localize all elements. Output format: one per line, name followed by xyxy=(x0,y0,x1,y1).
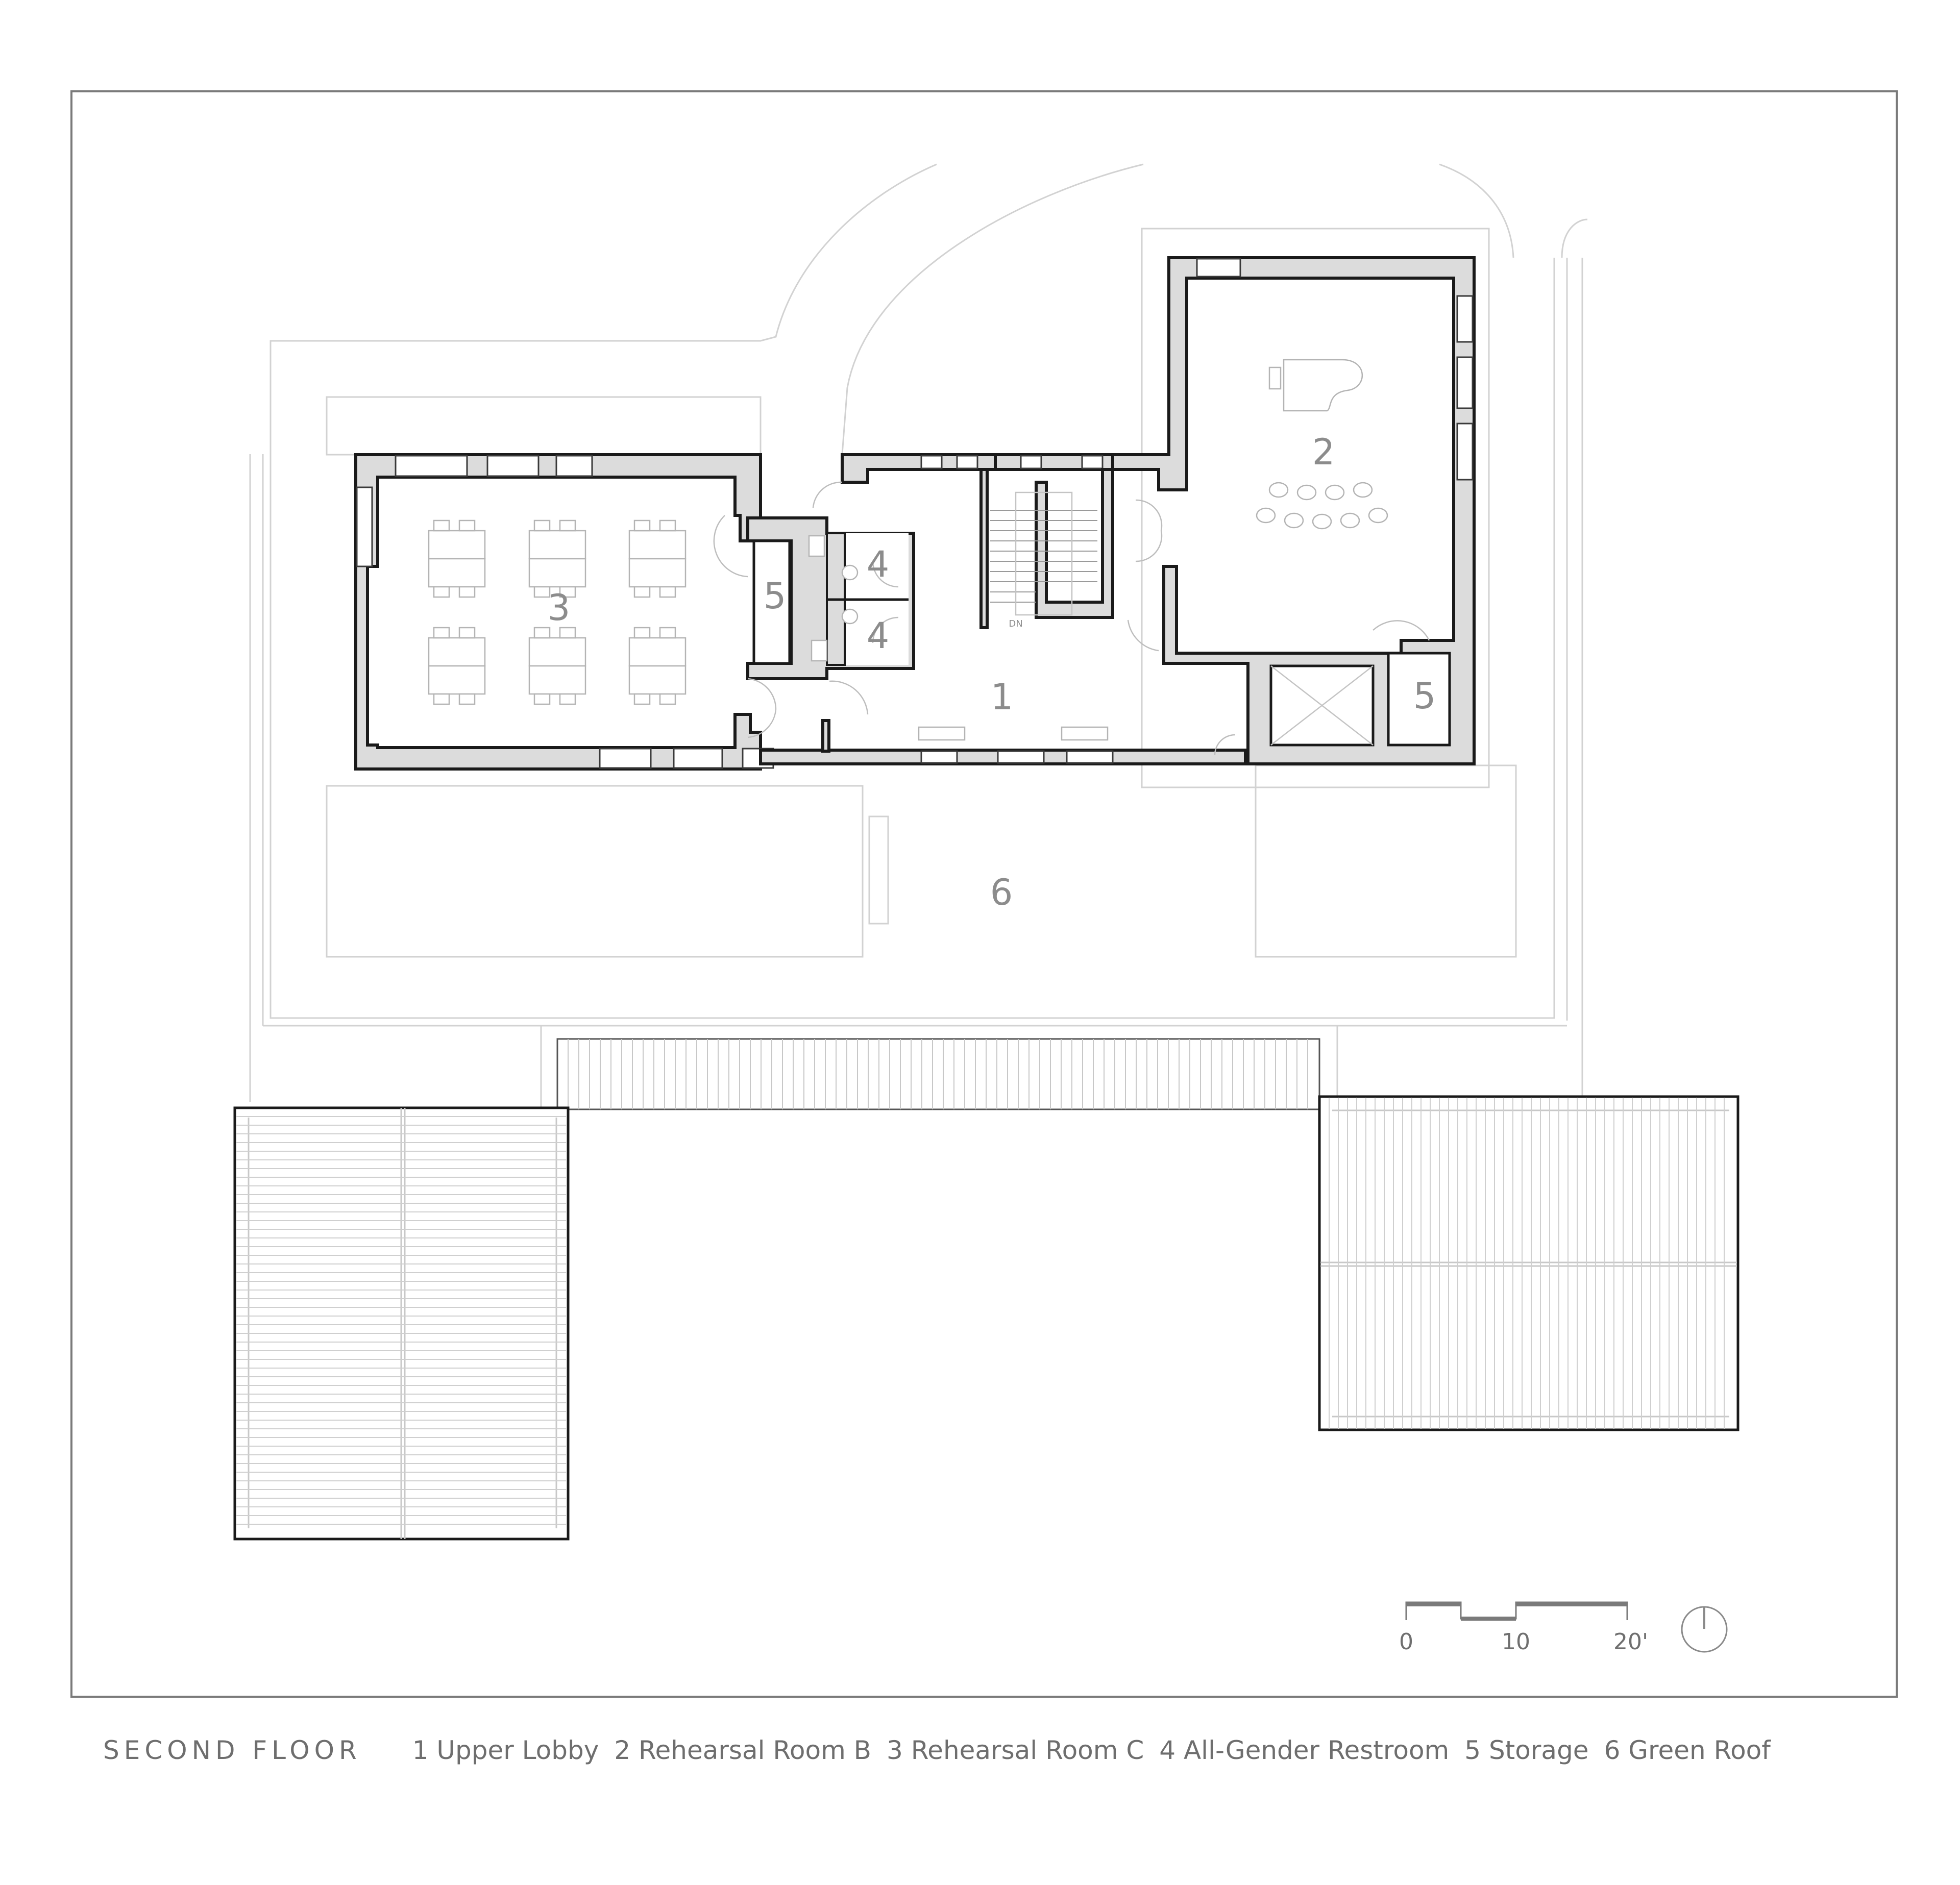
drawing-frame xyxy=(70,90,1898,1698)
room-legend: 1 Upper Lobby 2 Rehearsal Room B 3 Rehea… xyxy=(412,1735,1786,1765)
drawing-caption: SECOND FLOOR 1 Upper Lobby 2 Rehearsal R… xyxy=(103,1732,1786,1768)
legend-item-storage: 5 Storage xyxy=(1464,1735,1589,1765)
room-label-rehearsal-b: 2 xyxy=(1312,431,1335,473)
storage-left-interior xyxy=(752,539,791,665)
site-context xyxy=(249,163,1588,1108)
room-label-lobby: 1 xyxy=(991,676,1014,718)
chair-row xyxy=(1256,507,1388,530)
scale-bar: 0 10 20' xyxy=(1399,1601,1648,1655)
room-label-green-roof: 6 xyxy=(990,872,1013,913)
doors xyxy=(713,481,1430,756)
room-label-restroom-lower: 4 xyxy=(867,615,890,657)
piano-bench xyxy=(1268,366,1282,390)
chair-row xyxy=(1268,482,1373,501)
piano-icon xyxy=(1283,359,1363,412)
room-labels: 1 2 3 4 4 5 5 6 xyxy=(548,431,1436,913)
legend-item-green-roof: 6 Green Roof xyxy=(1604,1735,1771,1765)
table-group xyxy=(428,627,486,705)
room-label-rehearsal-c: 3 xyxy=(548,587,571,629)
central-canopy xyxy=(556,1038,1320,1110)
scale-tick-10: 10 xyxy=(1502,1629,1530,1655)
left-canopy xyxy=(233,1106,570,1541)
drawing-title: SECOND FLOOR xyxy=(103,1735,361,1765)
stair-direction-label: DN xyxy=(1009,618,1022,629)
scale-tick-0: 0 xyxy=(1399,1629,1413,1655)
room-label-storage-left: 5 xyxy=(764,575,787,617)
furniture-room-b xyxy=(1256,359,1388,530)
building: DN xyxy=(354,256,1476,771)
north-arrow-icon xyxy=(1681,1606,1728,1653)
scale-tick-20: 20' xyxy=(1613,1629,1648,1655)
legend-item-rehearsal-room-b: 2 Rehearsal Room B xyxy=(614,1735,871,1765)
table-group xyxy=(528,519,586,598)
room-label-storage-right: 5 xyxy=(1413,675,1436,717)
table-group xyxy=(528,627,586,705)
furniture-room-c xyxy=(428,519,687,705)
table-group xyxy=(628,519,687,598)
legend-item-rehearsal-room-c: 3 Rehearsal Room C xyxy=(886,1735,1144,1765)
room-label-restroom-upper: 4 xyxy=(867,543,890,585)
table-group xyxy=(628,627,687,705)
storage-right-interior xyxy=(1387,652,1451,747)
legend-item-upper-lobby: 1 Upper Lobby xyxy=(412,1735,599,1765)
right-canopy xyxy=(1318,1095,1739,1431)
legend-item-all-gender-restroom: 4 All-Gender Restroom xyxy=(1159,1735,1450,1765)
table-group xyxy=(428,519,486,598)
